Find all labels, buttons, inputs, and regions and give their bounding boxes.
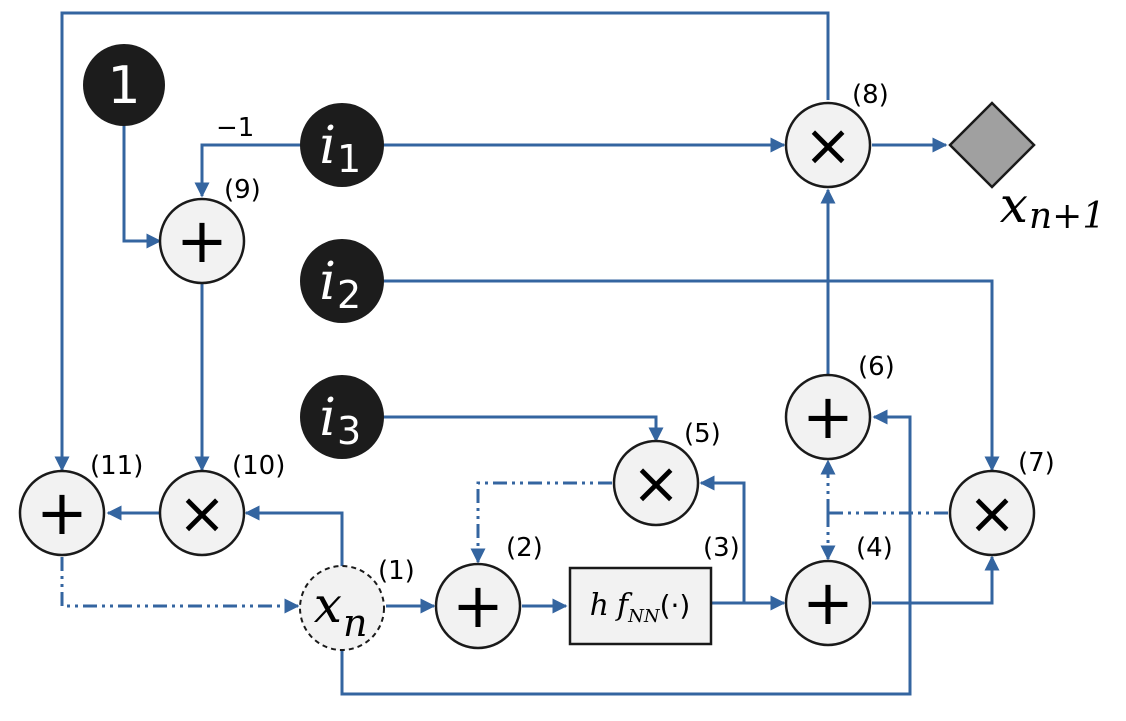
input-i2-base: i [319,252,336,312]
edge-node8-to-node11 [54,11,830,472]
plus-icon: + [176,204,228,277]
input-i3-base: i [319,388,336,448]
edge-node5-to-node2 [470,481,612,564]
node-11-add: + [18,469,106,557]
plus-icon: + [802,380,854,453]
input-one: 1 [83,44,165,126]
input-i2: i 2 [300,239,384,323]
input-i3-sub: 3 [337,409,361,453]
plus-icon: + [36,476,88,549]
label-node-7: (7) [1018,448,1055,478]
label-node-9: (9) [224,175,261,205]
multiply-icon: × [968,479,1017,547]
plus-icon: + [452,569,504,642]
box-h: h [590,588,609,623]
edges [54,11,1000,696]
edge-one-to-node9 [122,118,162,249]
edge-xn-to-node6 [340,409,912,696]
output-sub: n+1 [1029,196,1105,237]
node-7-multiply: × [948,469,1036,557]
edge-box-to-node5 [699,475,746,603]
node-10-multiply: × [158,469,246,557]
label-node-6: (6) [858,352,895,382]
label-node-5: (5) [684,419,721,449]
label-node-2: (2) [506,533,543,563]
input-i1: i 1 [300,103,384,187]
box-sub: NN [627,606,661,627]
edge-node4-to-node7 [872,555,1000,605]
label-minus-one: −1 [216,113,254,143]
node-labels: (8) (9) (6) (5) (11) (10) (7) (1) (2) (3… [90,80,1055,586]
input-i1-base: i [319,116,336,176]
label-node-4: (4) [856,533,893,563]
label-node-1: (1) [378,556,415,586]
edge-node11-to-xn [60,557,300,614]
edge-i3-to-node5 [382,415,664,443]
output-base: x [1000,176,1028,234]
input-one-label: 1 [107,56,140,116]
node-4-add: + [784,559,872,647]
node-6-add: + [784,373,872,461]
edge-xn-to-node10 [244,505,344,568]
multiply-icon: × [632,449,681,517]
edge-i1-to-node9 [194,143,302,198]
xn-base: x [314,576,342,634]
label-node-8: (8) [852,80,889,110]
multiply-icon: × [178,479,227,547]
output-node: x n+1 [948,101,1105,237]
box-arg: (·) [660,589,691,622]
node-1-xn: x n [299,565,385,651]
node-8-multiply: × [784,101,872,189]
label-node-11: (11) [90,451,143,481]
input-i1-sub: 1 [337,137,361,181]
node-2-add: + [434,562,522,650]
input-i3: i 3 [300,375,384,459]
edge-i2-to-node7 [382,279,1000,472]
label-node-3: (3) [703,533,740,563]
multiply-icon: × [804,111,853,179]
label-node-10: (10) [232,451,285,481]
node-5-multiply: × [612,439,700,527]
input-i2-sub: 2 [337,273,361,317]
dashdot-edges [60,459,948,614]
xn-sub: n [343,601,367,645]
node-9-add: + [158,197,246,285]
plus-icon: + [802,566,854,639]
